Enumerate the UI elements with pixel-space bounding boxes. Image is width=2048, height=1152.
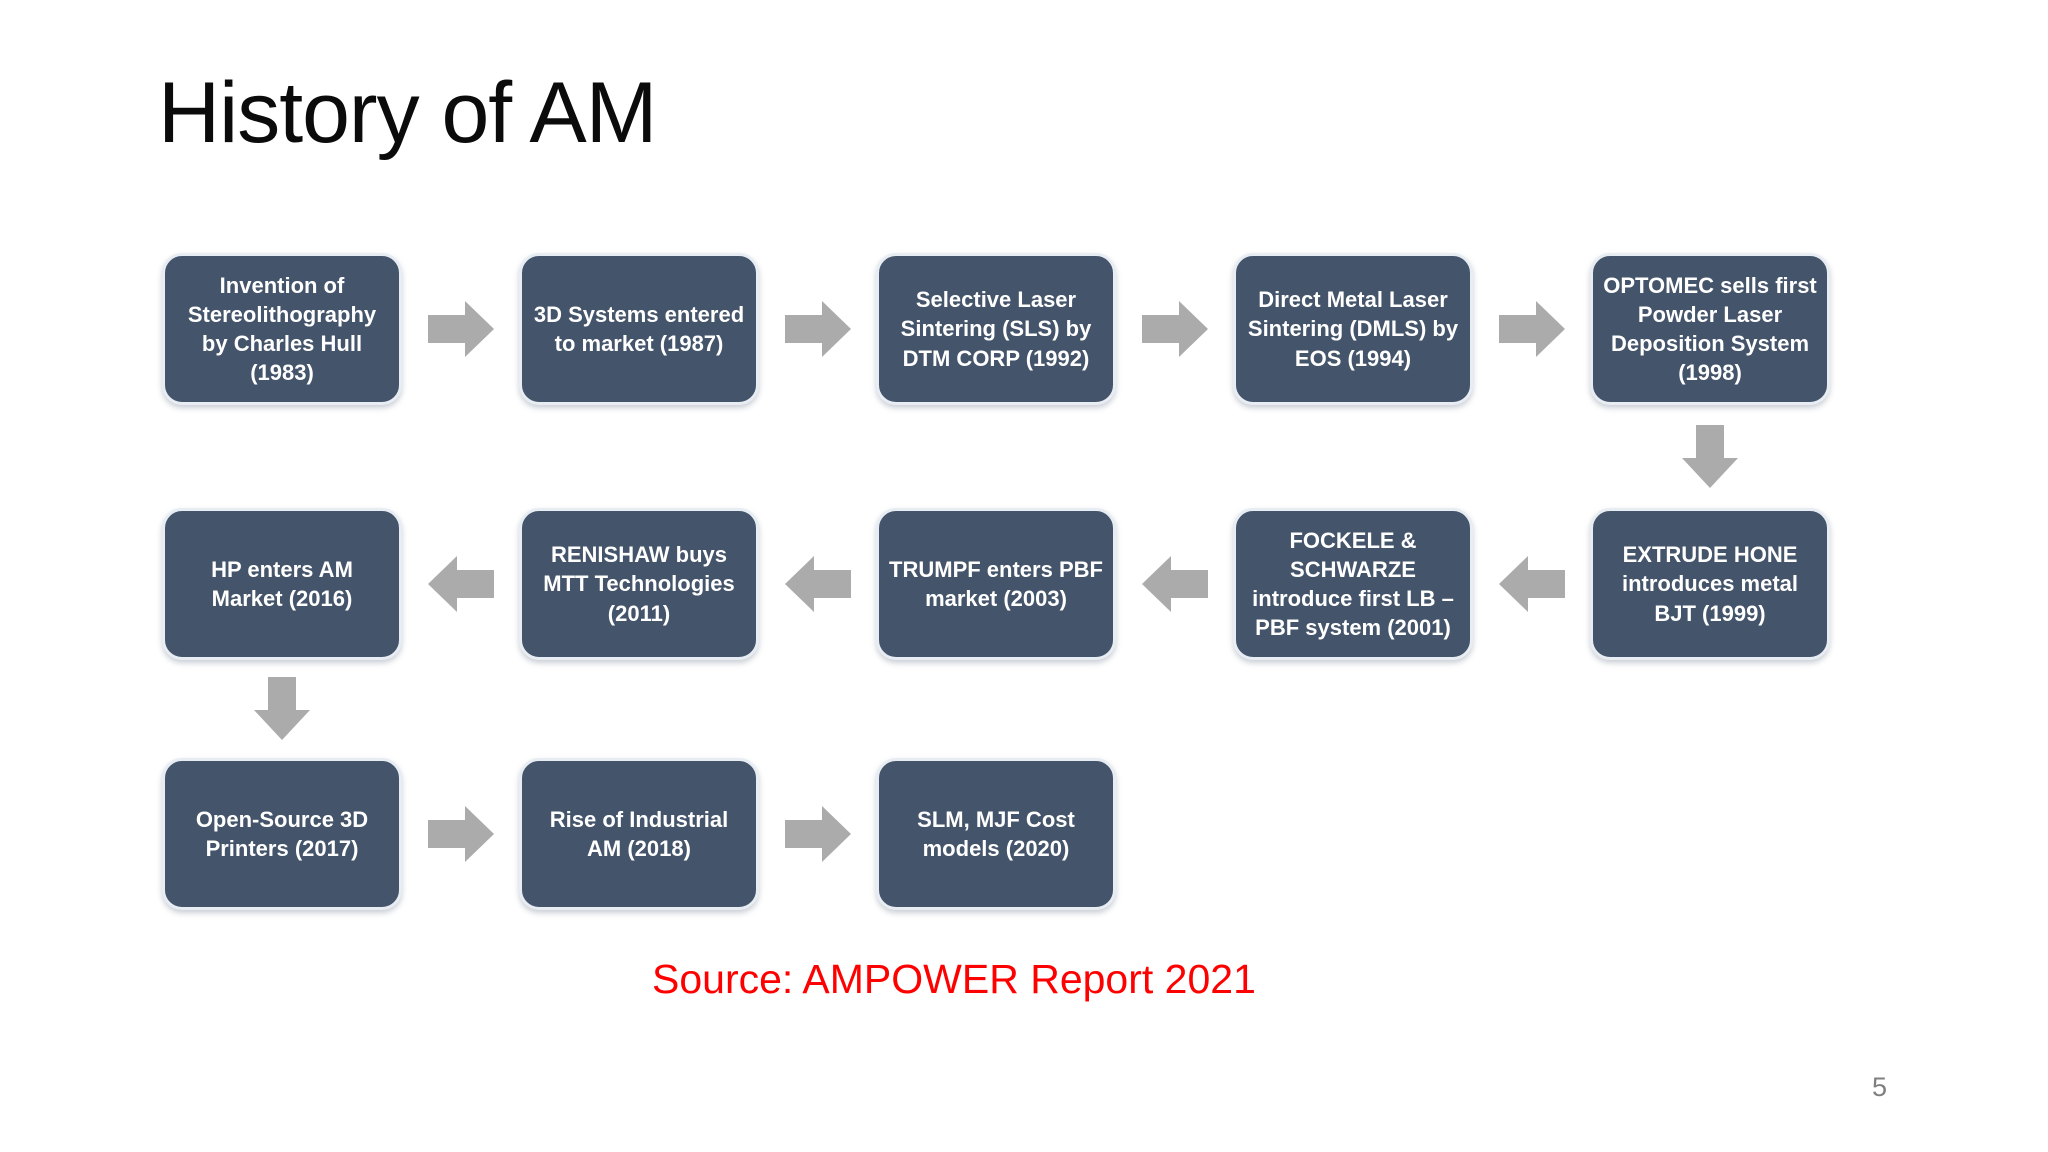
right-arrow-icon (1141, 298, 1208, 360)
flow-box: 3D Systems entered to market (1987) (519, 253, 759, 405)
flow-box: SLM, MJF Cost models (2020) (876, 758, 1116, 910)
left-arrow-icon (1498, 553, 1565, 615)
flow-box: Invention of Stereolithography by Charle… (162, 253, 402, 405)
right-arrow-icon (427, 298, 494, 360)
flow-box: Selective Laser Sintering (SLS) by DTM C… (876, 253, 1116, 405)
right-arrow-icon (784, 803, 851, 865)
right-arrow-icon (1498, 298, 1565, 360)
left-arrow-icon (784, 553, 851, 615)
left-arrow-icon (427, 553, 494, 615)
flow-box: Direct Metal Laser Sintering (DMLS) by E… (1233, 253, 1473, 405)
right-arrow-icon (784, 298, 851, 360)
flow-box: HP enters AM Market (2016) (162, 508, 402, 660)
flow-box: TRUMPF enters PBF market (2003) (876, 508, 1116, 660)
flow-box: RENISHAW buys MTT Technologies (2011) (519, 508, 759, 660)
down-arrow-icon (253, 677, 311, 741)
flow-box: OPTOMEC sells first Powder Laser Deposit… (1590, 253, 1830, 405)
flow-box: FOCKELE & SCHWARZE introduce first LB – … (1233, 508, 1473, 660)
flow-box: EXTRUDE HONE introduces metal BJT (1999) (1590, 508, 1830, 660)
right-arrow-icon (427, 803, 494, 865)
down-arrow-icon (1681, 424, 1739, 489)
page-title: History of AM (158, 65, 657, 161)
flow-box: Open-Source 3D Printers (2017) (162, 758, 402, 910)
flow-box: Rise of Industrial AM (2018) (519, 758, 759, 910)
left-arrow-icon (1141, 553, 1208, 615)
page-number: 5 (1872, 1072, 1888, 1102)
source-note: Source: AMPOWER Report 2021 (652, 956, 1256, 1002)
